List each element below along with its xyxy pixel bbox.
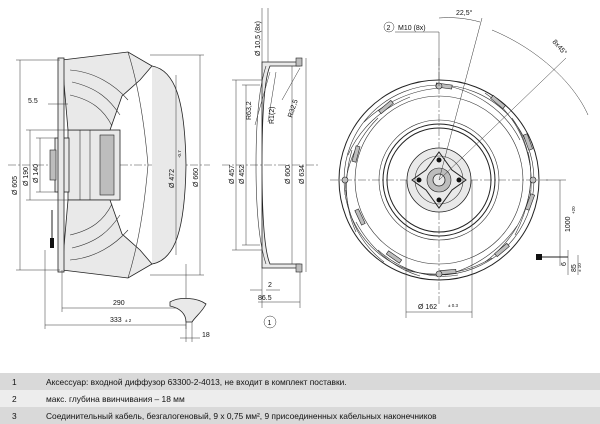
technical-drawing: Ø 605 Ø 190 Ø 140 5.5 Ø 472 -0.7 Ø 660 2…	[8, 8, 589, 342]
ring-profile-section: 18	[169, 298, 210, 342]
dim-5-5: 5.5	[28, 98, 38, 105]
dim-d10-5-holes: Ø 10,5 (8x)	[255, 21, 262, 56]
callout-2: 2	[387, 25, 391, 32]
dim-333-tol: ± 2	[125, 318, 132, 323]
note-row-2: 2 макс. глубина ввинчивания – 18 мм	[0, 390, 600, 407]
dim-86-5: 86.5	[258, 295, 272, 302]
dim-m10-holes: M10 (8x)	[398, 25, 426, 32]
dim-d457: Ø 457	[229, 165, 236, 184]
dim-290: 290	[113, 300, 125, 307]
dim-angle-8x45: 8x45°	[551, 38, 569, 57]
note-row-3: 3 Соединительный кабель, безгалогеновый,…	[0, 407, 600, 424]
note-number: 2	[12, 394, 17, 404]
dim-1000: 1000	[565, 216, 572, 232]
note-text: Аксессуар: входной диффузор 63300-2-4013…	[46, 377, 347, 387]
dim-angle-22-5: 22,5°	[456, 9, 473, 17]
dim-d190: Ø 190	[23, 167, 30, 186]
dim-d472-tol: -0.7	[177, 150, 182, 158]
note-number: 1	[12, 377, 17, 387]
dim-r63-2: R63,2	[246, 101, 253, 120]
dim-d140: Ø 140	[33, 164, 40, 183]
dim-d634: Ø 634	[299, 165, 306, 184]
dim-d605: Ø 605	[12, 176, 19, 195]
dim-d162-tol: ± 0.3	[448, 303, 458, 308]
note-row-1: 1 Аксессуар: входной диффузор 63300-2-40…	[0, 373, 600, 390]
dim-6: 6	[561, 262, 568, 266]
dim-18: 18	[202, 332, 210, 339]
dim-d452: Ø 452	[239, 165, 246, 184]
dim-d660: Ø 660	[193, 168, 200, 187]
note-text: Соединительный кабель, безгалогеновый, 9…	[46, 411, 437, 421]
front-view-fan: 2 M10 (8x) 22,5° 8x45° 1000 +20 6 85 ± 1…	[330, 9, 589, 318]
dim-2: 2	[268, 282, 272, 289]
dim-85: 85	[571, 264, 578, 272]
dim-333: 333	[110, 317, 122, 324]
dim-d162: Ø 162	[418, 304, 437, 311]
dim-r12: R1(2)	[269, 106, 276, 124]
dim-85-tol: ± 10	[577, 263, 582, 272]
note-text: макс. глубина ввинчивания – 18 мм	[46, 394, 185, 404]
dim-d600: Ø 600	[285, 165, 292, 184]
impeller-blades	[61, 51, 153, 131]
dim-r32-5: R32,5	[287, 99, 299, 119]
inlet-ring-section: Ø 457 Ø 452 Ø 600 Ø 634 Ø 10,5 (8x) R63,…	[222, 8, 320, 329]
blade-slots	[351, 82, 536, 276]
front-blades	[344, 83, 532, 277]
note-number: 3	[12, 411, 17, 421]
callout-1: 1	[268, 320, 272, 327]
dim-1000-tol: +20	[571, 206, 576, 214]
dim-d472: Ø 472	[169, 169, 176, 188]
side-view-fan: Ø 605 Ø 190 Ø 140 5.5 Ø 472 -0.7 Ø 660 2…	[8, 51, 210, 329]
